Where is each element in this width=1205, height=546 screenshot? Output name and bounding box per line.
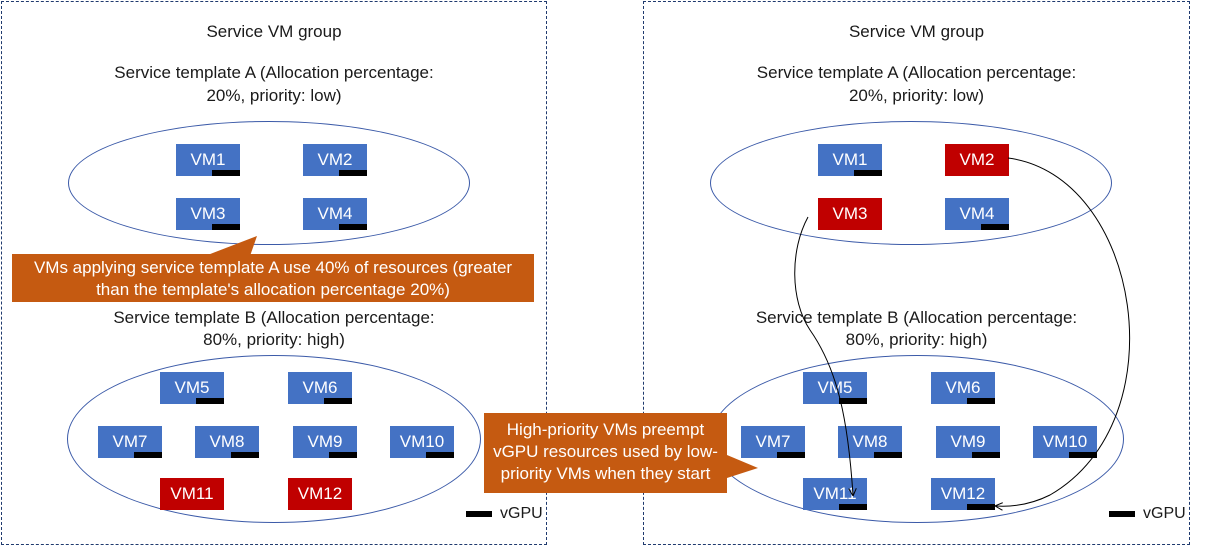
right-vm1: VM1 — [818, 144, 882, 176]
vm-label: VM9 — [950, 432, 986, 451]
left-vm3: VM3 — [176, 198, 240, 230]
left-vm8: VM8 — [195, 426, 259, 458]
left-vm5: VM5 — [160, 372, 224, 404]
vm-label: VM6 — [302, 378, 338, 397]
left-vm2: VM2 — [303, 144, 367, 176]
vgpu-icon — [212, 224, 240, 230]
vm-label: VM2 — [317, 150, 353, 169]
left-callout-line2: than the template's allocation percentag… — [96, 280, 450, 299]
vgpu-icon — [329, 452, 357, 458]
preempt-arrow-vm3-to-vm11 — [794, 216, 853, 495]
vm-label: VM1 — [832, 150, 868, 169]
vgpu-icon — [967, 504, 995, 510]
vm-label: VM6 — [945, 378, 981, 397]
vm-label: VM10 — [1042, 432, 1088, 451]
vm-label: VM10 — [399, 432, 445, 451]
vgpu-icon — [967, 398, 995, 404]
vgpu-icon — [839, 504, 867, 510]
left-callout-pointer — [205, 236, 257, 256]
vm-label: VM8 — [852, 432, 888, 451]
right-callout-line2: vGPU resources used by low- — [493, 442, 718, 461]
left-service-vm-group — [1, 1, 547, 545]
vm-label: VM7 — [755, 432, 791, 451]
vgpu-icon — [339, 224, 367, 230]
right-template-b-heading-line1: Service template B (Allocation percentag… — [755, 308, 1078, 327]
vgpu-icon — [874, 452, 902, 458]
right-vgpu-legend-icon — [1109, 511, 1135, 517]
vgpu-icon — [196, 398, 224, 404]
vm-label: VM4 — [959, 204, 995, 223]
left-template-a-heading-line1: Service template A (Allocation percentag… — [114, 63, 434, 82]
left-callout-line1: VMs applying service template A use 40% … — [33, 258, 513, 277]
vm-label: VM8 — [209, 432, 245, 451]
right-vm3: VM3 — [818, 198, 882, 230]
right-vm5: VM5 — [803, 372, 867, 404]
left-vm6: VM6 — [288, 372, 352, 404]
left-template-b-heading-line1: Service template B (Allocation percentag… — [113, 308, 435, 327]
vm-label: VM7 — [112, 432, 148, 451]
right-template-a-heading-line2: 20%, priority: low) — [848, 86, 985, 105]
vgpu-icon — [839, 398, 867, 404]
right-vm12: VM12 — [931, 478, 995, 510]
left-vm12: VM12 — [288, 478, 352, 510]
right-callout: High-priority VMs preempt vGPU resources… — [484, 413, 727, 493]
left-template-a-ellipse — [68, 121, 470, 245]
vgpu-icon — [981, 224, 1009, 230]
vgpu-icon — [134, 452, 162, 458]
preempt-arrow-vm2-to-vm12 — [996, 157, 1131, 506]
right-template-a-ellipse — [710, 121, 1112, 245]
right-vm6: VM6 — [931, 372, 995, 404]
vm-label: VM9 — [307, 432, 343, 451]
right-service-vm-group — [643, 1, 1190, 545]
left-vm9: VM9 — [293, 426, 357, 458]
vgpu-icon — [324, 398, 352, 404]
vgpu-icon — [231, 452, 259, 458]
right-vgpu-legend-label: vGPU — [1143, 505, 1186, 522]
vm-label: VM4 — [317, 204, 353, 223]
right-template-b-heading-line2: 80%, priority: high) — [845, 330, 988, 349]
left-template-b-heading-line2: 80%, priority: high) — [203, 330, 345, 349]
vgpu-icon — [1069, 452, 1097, 458]
left-vgpu-legend-label: vGPU — [500, 505, 543, 522]
right-vm9: VM9 — [936, 426, 1000, 458]
vgpu-icon — [339, 170, 367, 176]
right-template-a-heading-line1: Service template A (Allocation percentag… — [756, 63, 1077, 82]
left-group-title: Service VM group — [206, 22, 342, 41]
vgpu-icon — [854, 170, 882, 176]
right-vm2: VM2 — [945, 144, 1009, 176]
left-vm4: VM4 — [303, 198, 367, 230]
left-vm10: VM10 — [390, 426, 454, 458]
vm-label: VM3 — [832, 204, 868, 223]
right-vm8: VM8 — [838, 426, 902, 458]
vm-label: VM11 — [170, 484, 214, 503]
left-template-a-heading-line2: 20%, priority: low) — [206, 86, 342, 105]
right-callout-line3: priority VMs when they start — [500, 464, 711, 483]
left-template-b-ellipse — [67, 355, 481, 523]
right-callout-pointer — [727, 455, 758, 478]
left-vgpu-legend-icon — [466, 511, 492, 517]
vm-label: VM5 — [817, 378, 853, 397]
right-vm4: VM4 — [945, 198, 1009, 230]
right-vm7: VM7 — [741, 426, 805, 458]
vm-label: VM12 — [940, 484, 986, 503]
vm-label: VM5 — [174, 378, 210, 397]
vgpu-icon — [212, 170, 240, 176]
vm-label: VM11 — [813, 484, 857, 503]
right-callout-line1: High-priority VMs preempt — [506, 420, 705, 439]
vm-label: VM2 — [959, 150, 995, 169]
left-callout: VMs applying service template A use 40% … — [12, 254, 534, 302]
vm-label: VM1 — [190, 150, 226, 169]
vgpu-icon — [426, 452, 454, 458]
left-vm7: VM7 — [98, 426, 162, 458]
vm-label: VM3 — [190, 204, 226, 223]
left-vm11: VM11 — [160, 478, 224, 510]
vm-label: VM12 — [297, 484, 343, 503]
right-group-title: Service VM group — [848, 22, 985, 41]
vgpu-icon — [777, 452, 805, 458]
right-vm10: VM10 — [1033, 426, 1097, 458]
vgpu-icon — [972, 452, 1000, 458]
left-vm1: VM1 — [176, 144, 240, 176]
